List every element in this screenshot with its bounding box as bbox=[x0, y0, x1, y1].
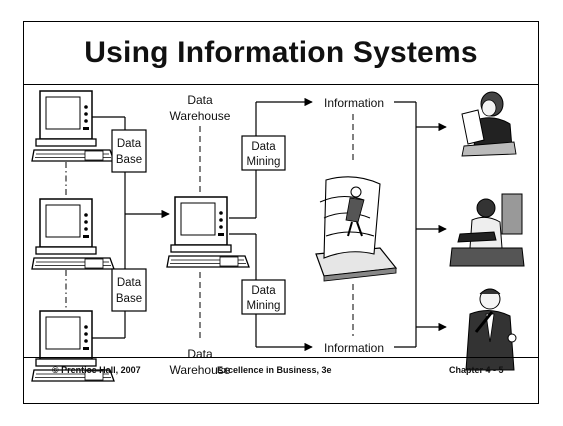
computer-icon-top bbox=[31, 90, 115, 162]
information-bottom-label: Information bbox=[324, 341, 384, 355]
footer-divider bbox=[24, 357, 538, 358]
data-base-top-line1: Data bbox=[117, 138, 142, 150]
data-mining-top-line2: Mining bbox=[247, 156, 281, 168]
data-mining-box-bottom bbox=[241, 279, 286, 315]
data-base-top-line2: Base bbox=[116, 154, 142, 166]
warehouse-computer-icon bbox=[166, 196, 250, 268]
warehouse-bottom-line1: Data bbox=[187, 347, 213, 361]
data-mining-box-top bbox=[241, 135, 286, 171]
computer-icon-middle bbox=[31, 198, 115, 270]
information-top-label: Information bbox=[324, 96, 384, 110]
slide: Using Information Systems bbox=[23, 21, 539, 404]
flow-diagram: Data Base Data Base Data Warehouse Data … bbox=[31, 90, 525, 382]
data-base-bottom-line1: Data bbox=[117, 277, 142, 289]
data-mining-bottom-line1: Data bbox=[251, 285, 276, 297]
footer-book-title: Excellence in Business, 3e bbox=[217, 365, 332, 375]
data-base-box-top bbox=[111, 129, 147, 173]
warehouse-top-line2: Warehouse bbox=[170, 109, 231, 123]
title-divider bbox=[24, 84, 538, 85]
printout-person-illustration bbox=[315, 176, 398, 282]
woman-reading-illustration bbox=[461, 91, 517, 157]
data-mining-top-line1: Data bbox=[251, 141, 276, 153]
data-base-bottom-line2: Base bbox=[116, 293, 142, 305]
data-mining-bottom-line2: Mining bbox=[247, 300, 281, 312]
data-base-box-bottom bbox=[111, 268, 147, 312]
thinking-man-illustration bbox=[465, 288, 517, 371]
footer-page-number: Chapter 4 - 5 bbox=[449, 365, 504, 375]
slide-title: Using Information Systems bbox=[84, 36, 478, 69]
footer-copyright: © Prentice Hall, 2007 bbox=[52, 365, 141, 375]
warehouse-top-line1: Data bbox=[187, 93, 213, 107]
man-at-desk-illustration bbox=[449, 193, 525, 267]
warehouse-bottom-line2: Warehouse bbox=[170, 363, 231, 377]
